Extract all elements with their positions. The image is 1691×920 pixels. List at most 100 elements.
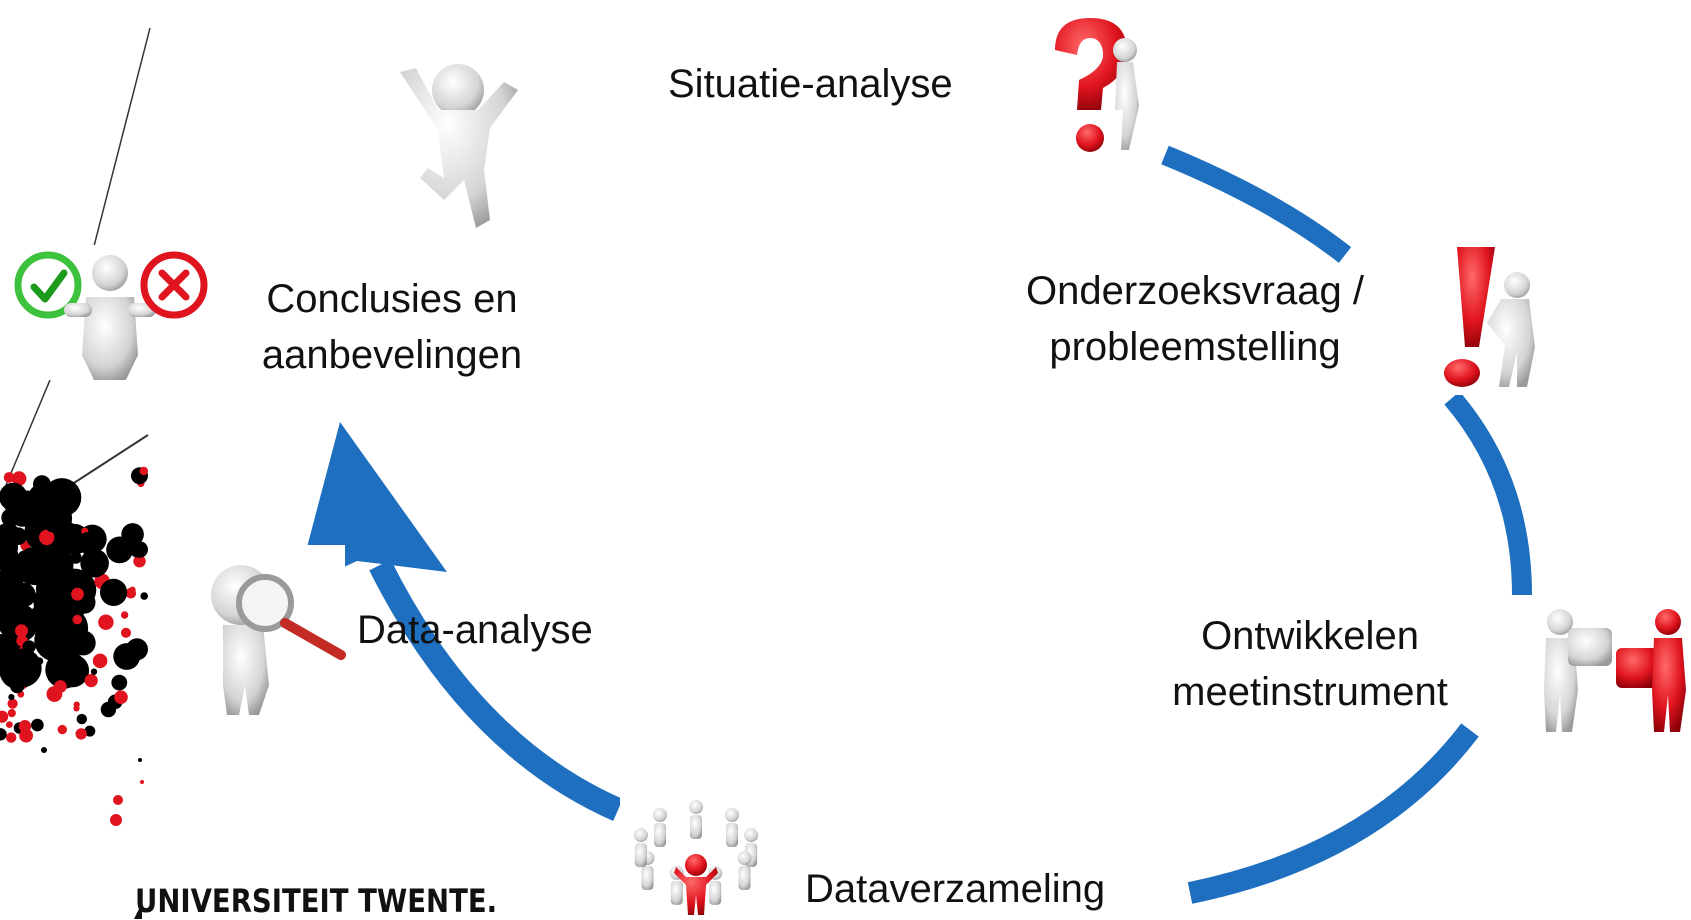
logo-dot [40, 620, 59, 639]
logo-dot [92, 653, 108, 669]
logo-dot [57, 724, 67, 735]
label-conclusies-line1: Conclusies en [266, 277, 518, 321]
logo-dot [5, 721, 13, 728]
label-onderzoeksvraag-line2: probleemstelling [1049, 325, 1341, 369]
arc-situatie-to-onderzoek [1161, 145, 1352, 263]
jumping-figure-icon [380, 50, 535, 235]
arc-dataverzameling-to-analyse [369, 559, 623, 821]
logo-dot [100, 701, 117, 718]
logo-dot [140, 592, 148, 600]
logo-dot [17, 550, 30, 563]
logo-dot [7, 709, 16, 718]
logo-dot [19, 728, 33, 743]
label-data-analyse: Data-analyse [357, 608, 593, 652]
logo-dot [100, 578, 128, 607]
ring-person-head [725, 808, 739, 822]
logo-dot [106, 536, 133, 564]
logo-dot [6, 732, 17, 743]
ring-person-body [726, 823, 738, 847]
exclamation-mark-figure-icon [1417, 237, 1557, 395]
logo-dot [46, 520, 58, 533]
label-onderzoeksvraag-line1: Onderzoeksvraag / [1026, 269, 1364, 313]
cycle-arrows [369, 145, 1532, 904]
label-conclusies: Conclusies en aanbevelingen [222, 275, 562, 379]
logo-dot [76, 713, 88, 725]
ring-person-head [653, 808, 667, 822]
ring-person-body [690, 815, 702, 839]
logo-dot [131, 541, 148, 558]
logo-dot [0, 583, 27, 618]
logo-dot [8, 694, 15, 701]
ring-person-head [744, 828, 759, 843]
arc-ontwikkelen-to-dataverzameling [1187, 723, 1479, 904]
logo-dot [75, 728, 87, 740]
logo-dot [111, 674, 128, 691]
label-situatie-analyse: Situatie-analyse [668, 62, 953, 106]
ring-person-head [689, 800, 703, 814]
logo-dot [77, 531, 100, 555]
label-conclusies-line2: aanbevelingen [261, 333, 523, 377]
logo-dot [90, 668, 98, 675]
logo-dot [31, 718, 44, 732]
logo-dot [2, 561, 25, 584]
logo-dot [4, 489, 32, 517]
arc-onderzoek-to-ontwikkelen [1444, 391, 1532, 596]
ring-person-body [709, 880, 722, 905]
logo-dot [139, 466, 148, 476]
label-dataverzameling: Dataverzameling [805, 867, 1106, 911]
label-onderzoeksvraag: Onderzoeksvraag / probleemstelling [990, 267, 1400, 371]
logo-mark-icon [134, 903, 142, 919]
logo-dot [49, 658, 63, 672]
logo-dot [15, 624, 28, 638]
magnifier-figure-icon [193, 545, 346, 720]
logo-dot [126, 638, 148, 661]
logo-dot [69, 552, 82, 564]
logo-dot [0, 728, 7, 741]
logo-dot [41, 747, 47, 753]
logo-dot [133, 555, 146, 568]
label-ontwikkelen: Ontwikkelen meetinstrument [1140, 612, 1480, 716]
logo-dot [113, 795, 123, 805]
check-cross-figure-icon [8, 245, 211, 380]
ring-person-body [641, 866, 654, 890]
logo-dot [7, 698, 18, 709]
ring-person-body [670, 880, 683, 905]
puzzle-figures-icon [1528, 600, 1691, 738]
question-mark-figure-icon [1035, 10, 1157, 158]
logo-dot [98, 614, 114, 630]
logo-dot [72, 614, 83, 625]
logo-dot [33, 584, 69, 620]
logo-dot [0, 710, 9, 723]
circle-of-people-icon [620, 785, 772, 920]
logo-dot [84, 674, 98, 688]
ring-person-head [633, 828, 648, 843]
dots-cluster [0, 466, 148, 826]
logo-dot [91, 559, 106, 573]
logo-dot [129, 586, 136, 594]
logo-dot [71, 587, 84, 601]
ring-person-body [654, 823, 666, 847]
logo-dot [11, 471, 27, 486]
logo-dot [0, 634, 18, 668]
logo-dot [110, 814, 122, 826]
logo-dot [39, 529, 55, 546]
university-logo-text: UNIVERSITEIT TWENTE. [135, 882, 498, 920]
ring-person-body [738, 866, 751, 890]
logo-dot [114, 690, 128, 704]
logo-dot [3, 472, 15, 483]
logo-dot [25, 481, 68, 523]
logo-dot [86, 727, 95, 736]
logo-dot [121, 627, 131, 638]
logo-dot [120, 611, 129, 619]
label-ontwikkelen-line1: Ontwikkelen [1201, 614, 1419, 658]
label-ontwikkelen-line2: meetinstrument [1172, 670, 1448, 714]
logo-dot [138, 758, 142, 762]
logo-graphic [0, 27, 151, 826]
logo-dot [54, 680, 67, 693]
ring-person-body [634, 843, 647, 868]
logo-dot [140, 780, 144, 784]
logo-dot [39, 547, 56, 564]
logo-dot [73, 705, 80, 712]
ring-person-head [737, 851, 752, 865]
